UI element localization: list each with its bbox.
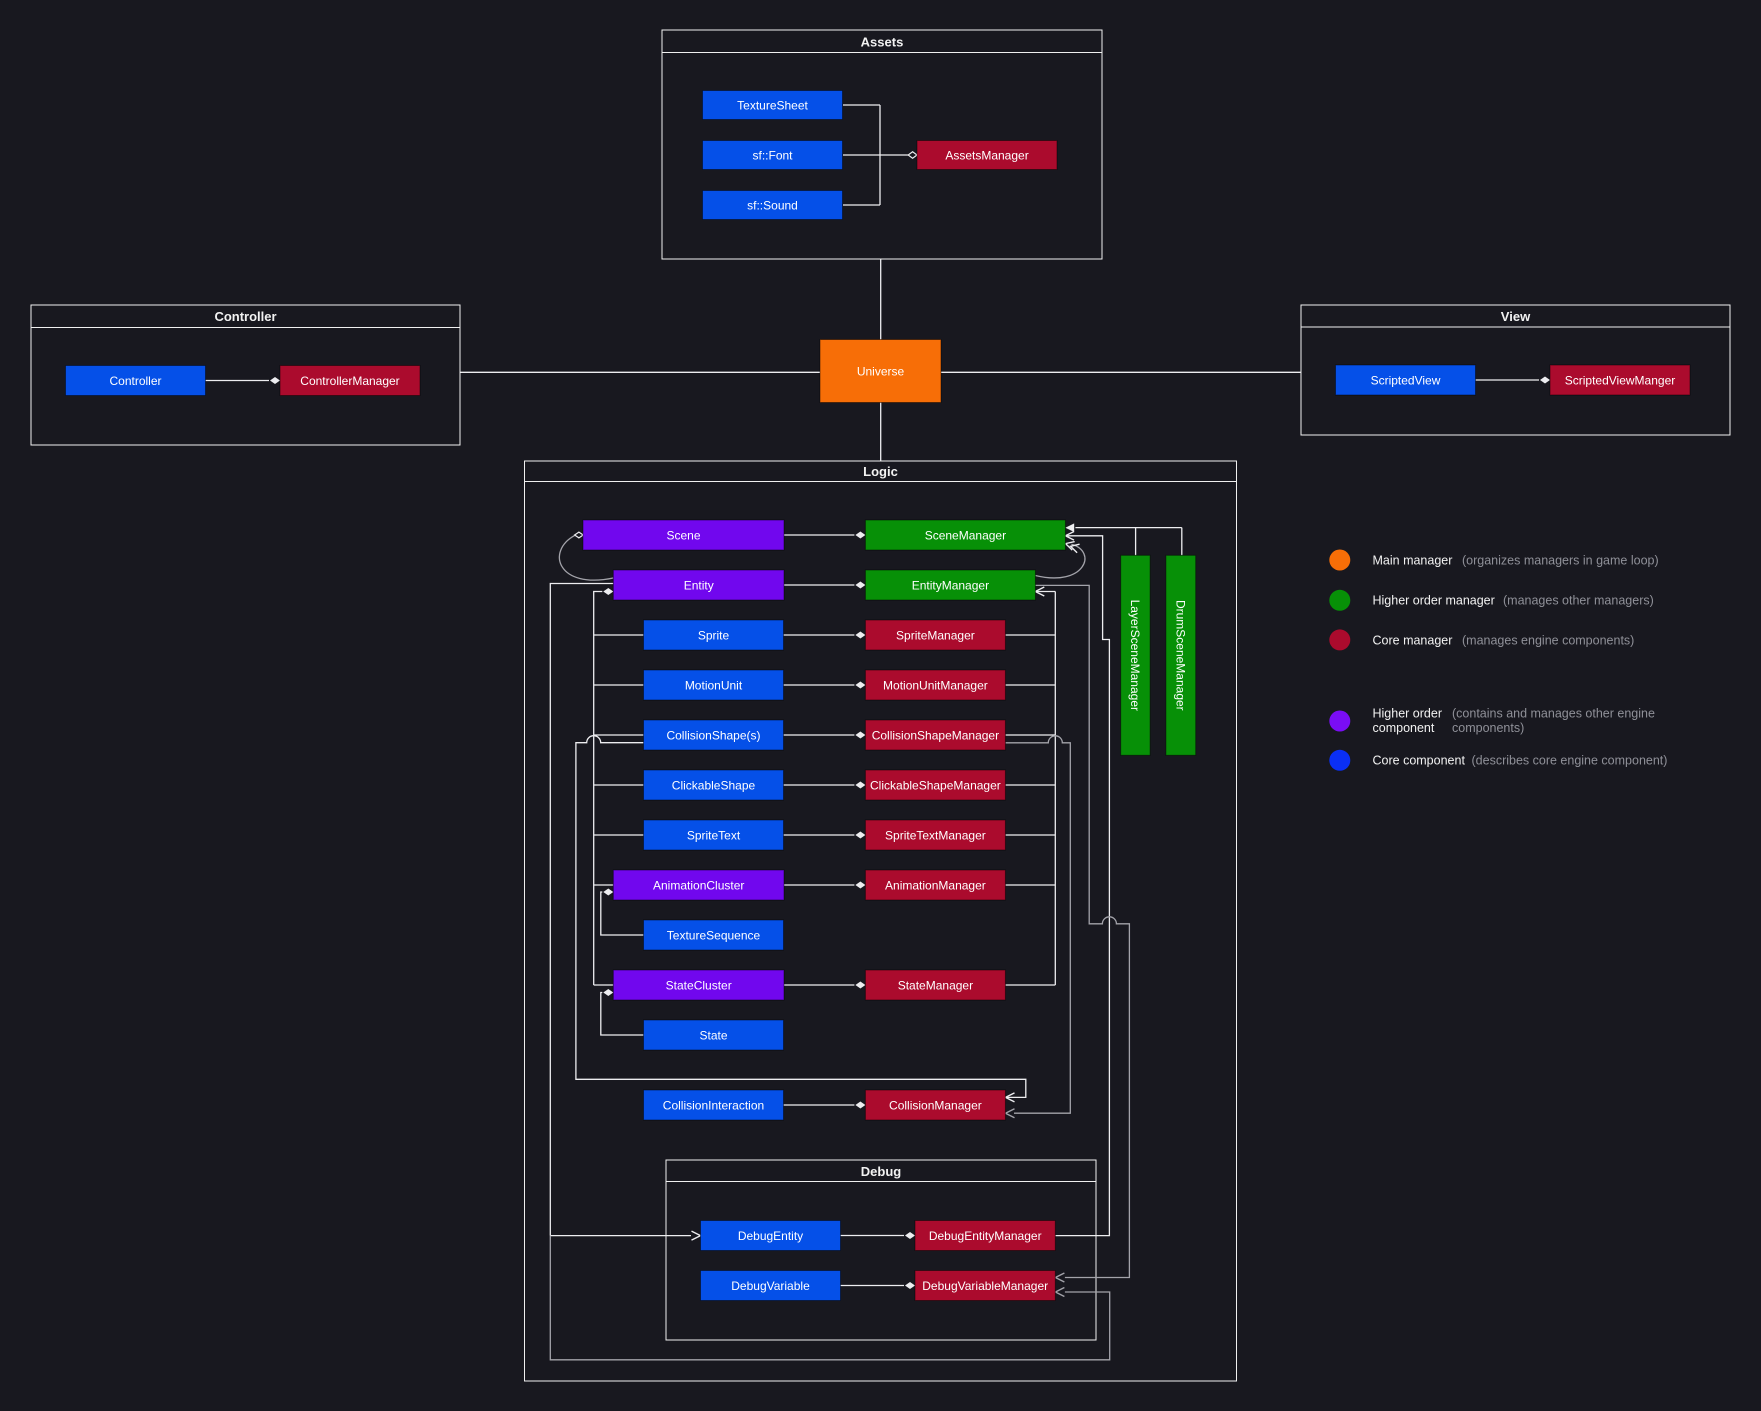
svg-text:AnimationManager: AnimationManager	[885, 878, 986, 892]
svg-text:(manages engine components): (manages engine components)	[1462, 633, 1634, 647]
svg-text:MotionUnit: MotionUnit	[685, 678, 743, 692]
svg-text:State: State	[699, 1028, 727, 1042]
svg-text:Higher order manager: Higher order manager	[1373, 594, 1495, 608]
svg-text:View: View	[1501, 309, 1531, 324]
svg-text:TextureSequence: TextureSequence	[667, 928, 761, 942]
svg-text:Entity: Entity	[684, 578, 714, 592]
svg-text:Higher order: Higher order	[1373, 707, 1442, 721]
svg-text:SpriteText: SpriteText	[687, 828, 741, 842]
svg-text:Main manager: Main manager	[1373, 553, 1453, 567]
svg-text:ScriptedViewManger: ScriptedViewManger	[1565, 373, 1676, 387]
svg-text:CollisionManager: CollisionManager	[889, 1098, 982, 1112]
svg-text:CollisionShape(s): CollisionShape(s)	[666, 728, 760, 742]
svg-text:Sprite: Sprite	[698, 628, 730, 642]
svg-text:DebugVariable: DebugVariable	[731, 1279, 810, 1293]
svg-text:SpriteTextManager: SpriteTextManager	[885, 828, 986, 842]
svg-text:(contains and manages other en: (contains and manages other engine	[1452, 707, 1655, 721]
svg-text:ControllerManager: ControllerManager	[300, 374, 399, 388]
svg-text:CollisionShapeManager: CollisionShapeManager	[872, 728, 999, 742]
svg-text:Scene: Scene	[666, 528, 700, 542]
svg-text:Core manager: Core manager	[1373, 633, 1453, 647]
svg-text:sf::Sound: sf::Sound	[747, 198, 798, 212]
svg-text:sf::Font: sf::Font	[752, 148, 793, 162]
svg-text:(describes core engine compone: (describes core engine component)	[1472, 754, 1668, 768]
svg-text:Controller: Controller	[214, 309, 276, 324]
svg-text:(organizes managers in game lo: (organizes managers in game loop)	[1462, 553, 1659, 567]
svg-text:Core component: Core component	[1373, 754, 1466, 768]
svg-text:(manages other managers): (manages other managers)	[1503, 594, 1654, 608]
svg-text:CollisionInteraction: CollisionInteraction	[663, 1098, 764, 1112]
svg-text:Controller: Controller	[109, 374, 161, 388]
svg-text:StateManager: StateManager	[898, 978, 973, 992]
svg-text:LayerSceneManager: LayerSceneManager	[1128, 600, 1142, 711]
svg-text:Universe: Universe	[857, 364, 905, 378]
svg-text:MotionUnitManager: MotionUnitManager	[883, 678, 988, 692]
svg-text:TextureSheet: TextureSheet	[737, 98, 808, 112]
svg-text:SpriteManager: SpriteManager	[896, 628, 975, 642]
svg-text:AssetsManager: AssetsManager	[945, 148, 1028, 162]
svg-text:Logic: Logic	[863, 464, 898, 479]
svg-text:ClickableShape: ClickableShape	[672, 778, 756, 792]
svg-text:ClickableShapeManager: ClickableShapeManager	[870, 778, 1001, 792]
svg-text:components): components)	[1452, 721, 1524, 735]
svg-text:ScriptedView: ScriptedView	[1371, 373, 1441, 387]
svg-text:Assets: Assets	[861, 35, 904, 50]
svg-text:component: component	[1373, 721, 1435, 735]
svg-text:EntityManager: EntityManager	[912, 578, 989, 592]
svg-text:DebugVariableManager: DebugVariableManager	[922, 1279, 1048, 1293]
svg-text:StateCluster: StateCluster	[666, 978, 732, 992]
svg-text:DrumSceneManager: DrumSceneManager	[1174, 600, 1188, 711]
svg-text:DebugEntityManager: DebugEntityManager	[929, 1229, 1042, 1243]
svg-text:Debug: Debug	[861, 1164, 902, 1179]
svg-text:AnimationCluster: AnimationCluster	[653, 878, 744, 892]
svg-text:SceneManager: SceneManager	[925, 528, 1006, 542]
svg-text:DebugEntity: DebugEntity	[738, 1229, 803, 1243]
